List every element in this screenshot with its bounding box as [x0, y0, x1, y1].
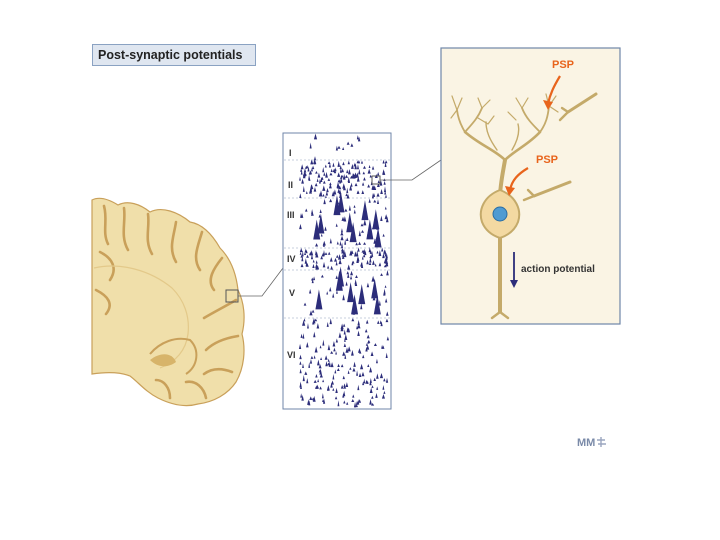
- brain-connector-line: [238, 268, 283, 296]
- psp-label-lower: PSP: [536, 154, 558, 166]
- neuron-inset: PSP PSP action potential: [441, 48, 620, 324]
- layer-label-6: VI: [287, 350, 296, 360]
- layer-label-4: IV: [287, 254, 296, 264]
- mm-logo: MM: [577, 437, 606, 449]
- brain-outline: [92, 198, 244, 405]
- action-potential-label: action potential: [521, 264, 595, 275]
- neuron-nucleus: [493, 207, 507, 221]
- layer-label-1: I: [289, 148, 292, 158]
- layer-label-2: II: [288, 180, 293, 190]
- psp-label-top: PSP: [552, 59, 574, 71]
- logo-text: MM: [577, 437, 595, 449]
- cortex-layers-panel: I II III IV V VI: [283, 133, 391, 409]
- layer-label-3: III: [287, 210, 295, 220]
- layer-label-5: V: [289, 288, 295, 298]
- brain-section: [92, 198, 244, 405]
- logo-mark-icon: [597, 437, 606, 447]
